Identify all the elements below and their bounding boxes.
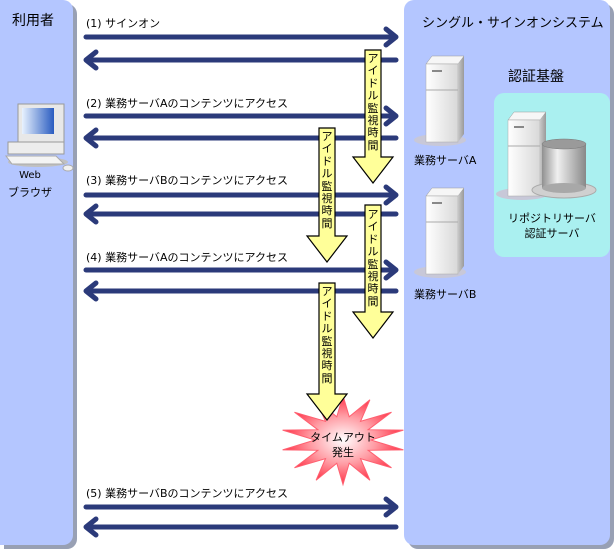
- message-label-4: (4) 業務サーバAのコンテンツにアクセス: [86, 251, 288, 264]
- web-browser-label-line1: Web: [19, 170, 41, 181]
- request-arrow-4: [83, 259, 399, 281]
- request-arrow-1: [83, 26, 399, 48]
- idle-timer-label-3: アイドル監視時間: [367, 208, 379, 308]
- desktop-computer-icon: [5, 103, 74, 172]
- database-cylinder-icon: [531, 138, 597, 199]
- message-label-3: (3) 業務サーバBのコンテンツにアクセス: [86, 174, 288, 187]
- user-lane-title: 利用者: [12, 13, 54, 29]
- timeout-label: タイムアウト 発生: [298, 430, 388, 460]
- message-label-2: (2) 業務サーバAのコンテンツにアクセス: [86, 97, 288, 110]
- idle-timer-label-2: アイドル監視時間: [321, 130, 333, 230]
- web-browser-label-line2: ブラウザ: [8, 186, 52, 199]
- message-label-1: (1) サインオン: [86, 17, 161, 30]
- timeout-label-line1: タイムアウト: [310, 431, 376, 444]
- server-b-label: 業務サーバB: [414, 288, 477, 301]
- request-arrow-3: [83, 184, 399, 206]
- server-b-icon: [414, 187, 466, 278]
- response-arrow-2: [83, 127, 399, 149]
- auth-platform-title: 認証基盤: [508, 69, 564, 85]
- response-arrow-1: [83, 49, 399, 71]
- response-arrow-4: [83, 280, 399, 302]
- response-arrow-3: [83, 203, 399, 225]
- auth-server-label-line2: 認証サーバ: [524, 227, 580, 240]
- response-arrow-5: [83, 516, 399, 538]
- message-label-5: (5) 業務サーバBのコンテンツにアクセス: [86, 487, 288, 500]
- idle-timer-arrow-3: [351, 204, 395, 339]
- sso-system-title: シングル・サインオンシステム: [422, 16, 604, 31]
- server-a-icon: [414, 55, 466, 146]
- request-arrow-2: [83, 105, 399, 127]
- timeout-burst: [282, 393, 404, 487]
- idle-timer-arrow-2: [305, 127, 349, 263]
- idle-timer-arrow-1: [351, 49, 395, 184]
- idle-timer-label-1: アイドル監視時間: [367, 52, 379, 152]
- user-lane: 利用者: [0, 0, 73, 545]
- timeout-label-line2: 発生: [332, 446, 354, 459]
- idle-timer-label-4: アイドル監視時間: [321, 285, 333, 385]
- request-arrow-5: [83, 496, 399, 518]
- idle-timer-arrow-4: [305, 282, 349, 421]
- server-a-label: 業務サーバA: [414, 154, 477, 167]
- auth-server-label-line1: リポジトリサーバ: [508, 212, 596, 225]
